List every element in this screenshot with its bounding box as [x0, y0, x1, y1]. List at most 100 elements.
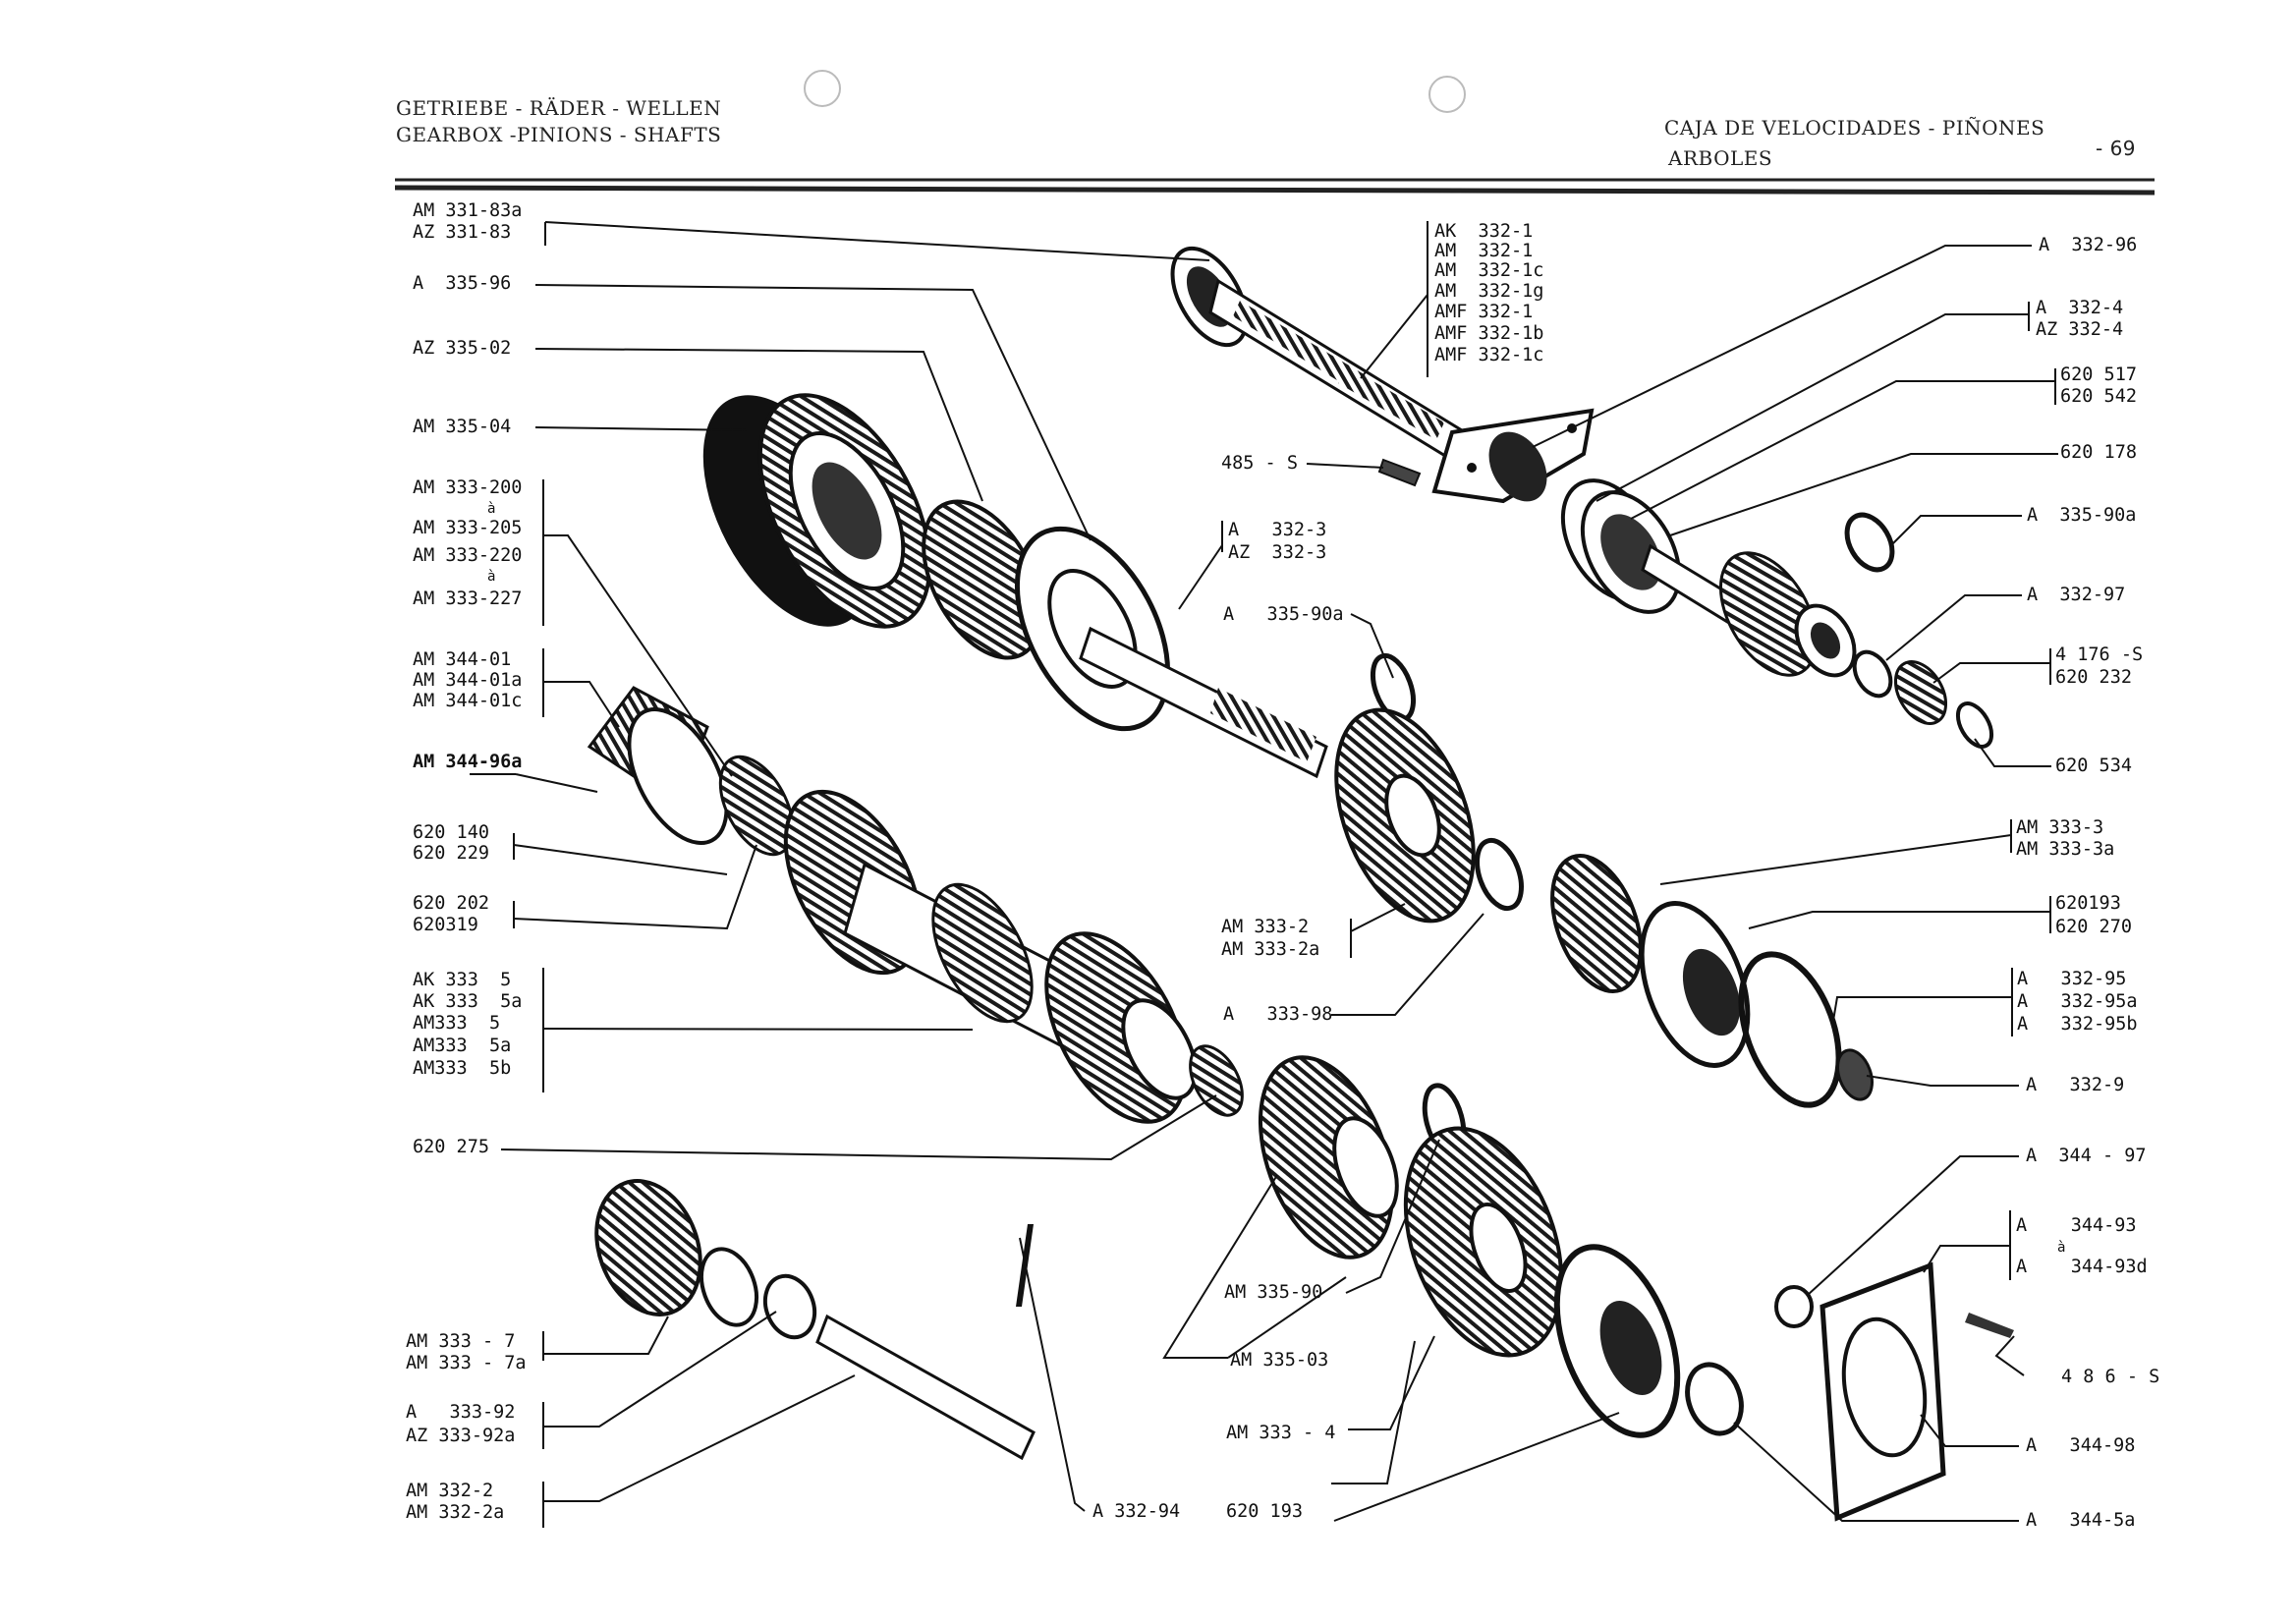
seal-a344-97	[1774, 1285, 1814, 1328]
label-am335-90: AM 335-90	[1224, 1282, 1323, 1303]
synchro-am335-03	[1258, 1055, 1399, 1260]
pinion-am344-01	[587, 686, 729, 845]
header-title-german: GETRIEBE - RÄDER - WELLEN	[396, 96, 722, 120]
ring-a333-98	[1475, 837, 1524, 912]
label-az331-83: AZ 331-83	[413, 222, 512, 243]
gear-am333-7	[594, 1179, 759, 1327]
label-am332-1g: AM 332-1g	[1434, 281, 1544, 302]
label-620534: 620 534	[2055, 756, 2132, 776]
label-a344-93: A 344-93	[2016, 1215, 2137, 1236]
label-a344-93d: A 344-93d	[2016, 1257, 2148, 1277]
label-620229: 620 229	[413, 843, 489, 864]
bushing-a333-92	[762, 1273, 817, 1340]
label-620517: 620 517	[2060, 364, 2137, 385]
label-a333-92: A 333-92	[406, 1402, 516, 1423]
label-am335-03: AM 335-03	[1230, 1350, 1329, 1371]
ring-620534	[1955, 701, 1994, 749]
label-am344-96a: AM 344-96a	[413, 752, 523, 772]
main-shaft-ak332-1	[1170, 246, 1515, 494]
label-a335-96: A 335-96	[413, 273, 512, 294]
bolt-486-s	[1965, 1313, 2014, 1338]
label-am333-5b: AM333 5b	[413, 1058, 512, 1079]
label-am333-7a: AM 333 - 7a	[406, 1353, 527, 1373]
gear-am333-2	[1334, 707, 1476, 924]
label-4176-s: 4 176 -S	[2055, 644, 2144, 665]
bearing-620193-lower	[1553, 1244, 1681, 1438]
label-am333-2a: AM 333-2a	[1221, 939, 1320, 960]
label-am332-1: AM 332-1	[1434, 241, 1534, 261]
label-620193-lower: 620 193	[1226, 1501, 1303, 1522]
label-a344-5a: A 344-5a	[2026, 1510, 2136, 1531]
label-a332-97: A 332-97	[2027, 585, 2126, 605]
label-am333-2: AM 333-2	[1221, 917, 1310, 937]
label-amf332-1c: AMF 332-1c	[1434, 345, 1544, 365]
label-a332-3: A 332-3	[1228, 520, 1327, 540]
label-am333-200-to: à	[487, 501, 496, 517]
shim-a332-95	[1738, 951, 1842, 1108]
cluster-gear-ak333-5	[783, 789, 1198, 1124]
label-a332-96: A 332-96	[2039, 235, 2138, 255]
shaft-a332-3	[1079, 626, 1328, 779]
label-a332-95: A 332-95	[2017, 969, 2127, 989]
shaft-tail-gear	[1641, 543, 1857, 678]
label-am333-4: AM 333 - 4	[1226, 1423, 1336, 1443]
label-620193: 620193	[2055, 893, 2121, 914]
nut-a332-9	[1836, 1048, 1874, 1101]
label-a332-9: A 332-9	[2026, 1075, 2125, 1095]
label-a333-98: A 333-98	[1223, 1004, 1333, 1025]
label-am332-2a: AM 332-2a	[406, 1502, 505, 1523]
label-am333-5: AM333 5	[413, 1013, 501, 1034]
header-title-spanish: CAJA DE VELOCIDADES - PIÑONES	[1664, 116, 2045, 140]
label-amf332-1: AMF 332-1	[1434, 302, 1534, 322]
label-am333-5a: AM333 5a	[413, 1036, 512, 1056]
label-am333-7: AM 333 - 7	[406, 1331, 516, 1352]
label-620140: 620 140	[413, 822, 489, 843]
needle-bearing-620275	[1189, 1044, 1244, 1117]
synchro-drum-am335-04	[702, 393, 932, 629]
shaft-am332-2	[815, 1314, 1036, 1461]
label-a335-90a-right: A 335-90a	[2027, 505, 2137, 526]
label-620270: 620 270	[2055, 917, 2132, 937]
label-620319: 620319	[413, 915, 478, 935]
gear-am333-3	[1550, 853, 1643, 994]
punch-hole-right	[1428, 76, 1466, 113]
label-am344-01c: AM 344-01c	[413, 691, 523, 711]
label-a344-98: A 344-98	[2026, 1435, 2136, 1456]
label-am333-205: AM 333-205	[413, 518, 523, 538]
label-486-s: 4 8 6 - S	[2061, 1367, 2160, 1387]
label-ak332-1: AK 332-1	[1434, 221, 1534, 242]
label-am333-227: AM 333-227	[413, 588, 523, 609]
label-485-s: 485 - S	[1221, 453, 1298, 474]
label-a332-4: A 332-4	[2036, 298, 2124, 318]
header-rule	[394, 178, 2156, 196]
page-number: - 69	[2096, 137, 2137, 160]
label-am333-3: AM 333-3	[2016, 817, 2104, 838]
label-am332-1c: AM 332-1c	[1434, 260, 1544, 281]
snap-ring-a335-90a-right	[1844, 512, 1895, 573]
screw-485-s	[1377, 458, 1422, 487]
label-am344-01a: AM 344-01a	[413, 670, 523, 691]
label-620232: 620 232	[2055, 667, 2132, 688]
label-am332-2: AM 332-2	[406, 1481, 494, 1501]
label-az332-3: AZ 332-3	[1228, 542, 1327, 563]
needle-bearing-4176-s	[1893, 660, 1948, 725]
label-ak333-5: AK 333 5	[413, 970, 512, 990]
ring-a332-97	[1852, 649, 1893, 699]
bearing-620193-right	[1639, 901, 1751, 1068]
label-ak333-5a: AK 333 5a	[413, 991, 523, 1012]
punch-hole-left	[804, 70, 841, 107]
flange-a332-96	[1431, 408, 1595, 504]
label-am333-3a: AM 333-3a	[2016, 839, 2115, 860]
label-620275: 620 275	[413, 1137, 489, 1157]
label-am344-01: AM 344-01	[413, 649, 512, 670]
label-a335-90a-center: A 335-90a	[1223, 604, 1344, 625]
bearing-620140	[718, 755, 795, 857]
label-am335-04: AM 335-04	[413, 417, 512, 437]
label-am333-220: AM 333-220	[413, 545, 523, 566]
gear-am333-4	[1403, 1126, 1564, 1358]
label-az333-92a: AZ 333-92a	[406, 1426, 516, 1446]
label-am333-220-to: à	[487, 569, 496, 585]
label-a332-95a: A 332-95a	[2017, 991, 2138, 1012]
